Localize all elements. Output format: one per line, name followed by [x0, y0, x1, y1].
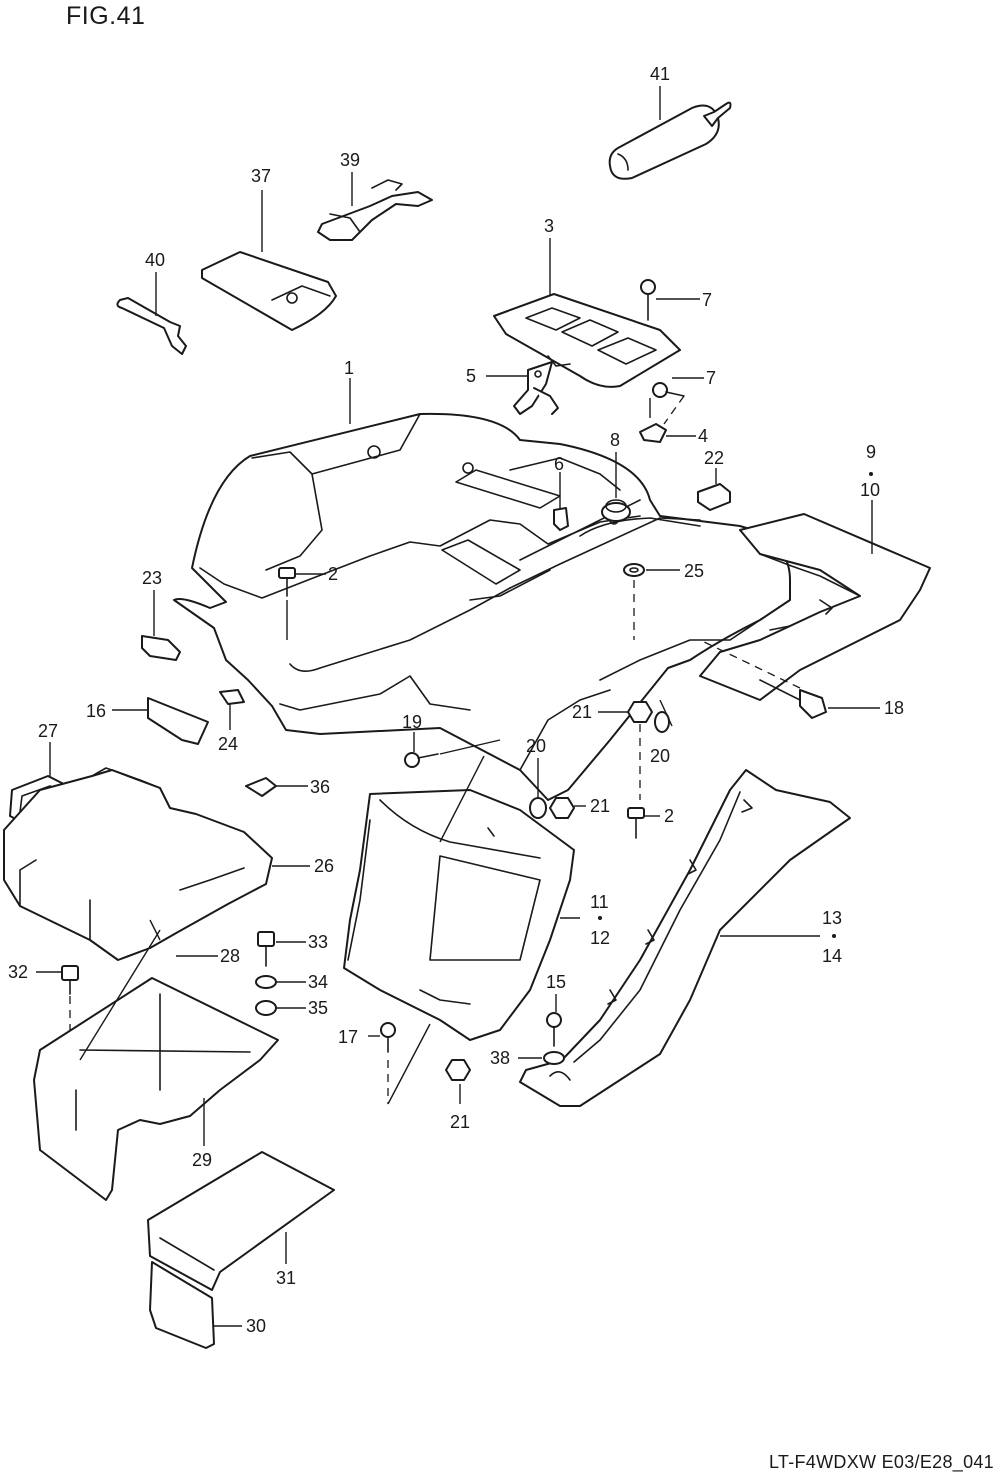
callout-28: 28	[220, 946, 240, 966]
callout-35: 35	[308, 998, 328, 1018]
part-18-bolt	[759, 679, 827, 719]
part-39-strap	[317, 179, 433, 241]
callout-10: 10	[860, 480, 880, 500]
callout-2-lower: 2	[664, 806, 674, 826]
callout-38: 38	[490, 1048, 510, 1068]
callout-21-middle: 21	[590, 796, 610, 816]
callout-29: 29	[192, 1150, 212, 1170]
callout-6: 6	[554, 454, 564, 474]
part-36-pad	[245, 777, 277, 797]
callout-27: 27	[38, 721, 58, 741]
part-2-bolt-upper	[278, 567, 296, 597]
drawing-code: LT-F4WDXW E03/E28_041	[768, 1452, 994, 1472]
callout-21-lower: 21	[450, 1112, 470, 1132]
part-23-rubber	[141, 635, 181, 661]
part-25-washer	[623, 563, 645, 577]
callout-40: 40	[145, 250, 165, 270]
callout-9: 9	[866, 442, 876, 462]
callout-8: 8	[610, 430, 620, 450]
callout-37: 37	[251, 166, 271, 186]
separator-dot-9-10	[869, 472, 873, 476]
separator-dot-13-14	[832, 934, 836, 938]
part-21-nut-middle	[549, 797, 575, 819]
part-6-clip	[553, 507, 569, 531]
callout-41: 41	[650, 64, 670, 84]
callout-12: 12	[590, 928, 610, 948]
part-13-14-side-fender	[519, 769, 851, 1107]
callout-15: 15	[546, 972, 566, 992]
callout-34: 34	[308, 972, 328, 992]
part-35-collar	[255, 1000, 277, 1016]
part-7-screw-lower	[652, 382, 685, 398]
callout-31: 31	[276, 1268, 296, 1288]
callout-19: 19	[402, 712, 422, 732]
part-4-bracket	[639, 423, 667, 443]
part-9-10-flap	[699, 513, 931, 701]
separator-dot-11-12	[598, 916, 602, 920]
part-29-guard	[33, 929, 279, 1201]
callout-20-right: 20	[650, 746, 670, 766]
part-26-box	[3, 767, 273, 961]
part-8-grommet	[601, 499, 631, 522]
part-37-bag	[201, 251, 337, 331]
part-31-cover	[147, 1151, 335, 1291]
callout-17: 17	[338, 1027, 358, 1047]
part-17-screw	[380, 1022, 396, 1053]
part-3-carrier	[493, 293, 681, 388]
callout-22: 22	[704, 448, 724, 468]
part-19-screw	[404, 752, 439, 768]
callout-21-upper: 21	[572, 702, 592, 722]
part-7-screw-upper	[640, 279, 656, 321]
part-20-washer-left	[529, 797, 547, 819]
callout-13: 13	[822, 908, 842, 928]
callout-3: 3	[544, 216, 554, 236]
callout-11: 11	[590, 892, 609, 912]
part-41-tool-bag	[608, 101, 732, 180]
part-1-rear-fender	[173, 412, 791, 801]
callout-20-left: 20	[526, 736, 546, 756]
callout-32: 32	[8, 962, 28, 982]
part-16-pad	[147, 697, 209, 745]
part-2-bolt-lower	[627, 807, 645, 839]
callout-7-lower: 7	[706, 368, 716, 388]
part-38-washer	[543, 1051, 565, 1065]
part-33-bolt	[257, 931, 275, 967]
part-15-screw	[546, 1012, 562, 1047]
part-40-wrench	[116, 297, 187, 355]
callout-36: 36	[310, 777, 330, 797]
figure-title: FIG.41	[66, 2, 146, 30]
callout-4: 4	[698, 426, 708, 446]
callout-1: 1	[344, 358, 354, 378]
callout-18: 18	[884, 698, 904, 718]
part-21-nut-upper	[627, 701, 653, 723]
part-32-bolt	[61, 965, 79, 995]
part-5-stay	[513, 361, 559, 415]
callout-25: 25	[684, 561, 704, 581]
callout-30: 30	[246, 1316, 266, 1336]
callout-2-upper: 2	[328, 564, 338, 584]
callout-16: 16	[86, 701, 106, 721]
part-22-cushion	[697, 483, 731, 511]
callout-7-upper: 7	[702, 290, 712, 310]
callout-23: 23	[142, 568, 162, 588]
callout-5: 5	[466, 366, 476, 386]
part-20-washer-right	[654, 711, 670, 733]
callout-14: 14	[822, 946, 842, 966]
callout-33: 33	[308, 932, 328, 952]
part-34-washer	[255, 975, 277, 989]
part-21-nut-lower	[445, 1059, 471, 1081]
callout-24: 24	[218, 734, 238, 754]
part-24-pad	[219, 689, 245, 705]
part-30-flap	[149, 1261, 215, 1349]
part-11-12-inner-fender	[343, 755, 575, 1041]
callout-39: 39	[340, 150, 360, 170]
callout-26: 26	[314, 856, 334, 876]
